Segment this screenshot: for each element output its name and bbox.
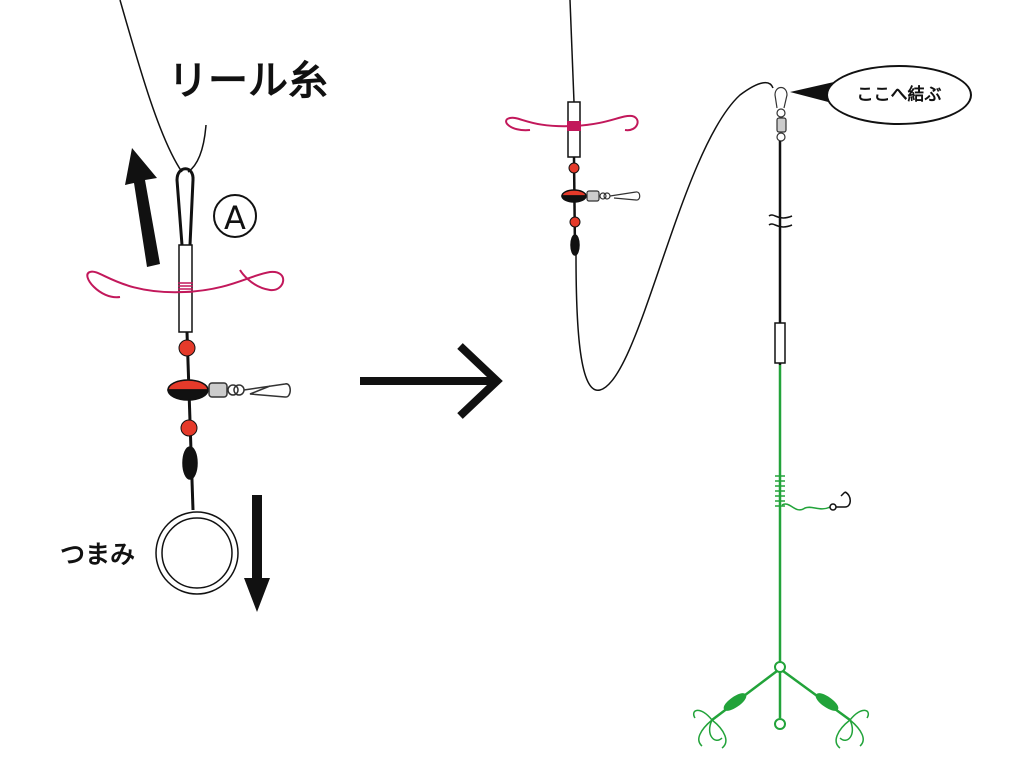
sinker [182, 446, 198, 480]
arrow-right-icon [360, 343, 503, 419]
pink-line [86, 269, 285, 299]
treble-hook-right [835, 709, 869, 749]
green-leader [693, 365, 869, 749]
arrow-down-icon [244, 495, 270, 612]
slack-line [575, 81, 774, 391]
red-bead [180, 419, 198, 437]
tie-here-callout: ここへ結ぶ [826, 65, 972, 125]
snap-swivel-top [774, 86, 788, 142]
snap-swivel [208, 382, 291, 398]
left-rig [86, 0, 291, 595]
reel-line-end [187, 124, 207, 173]
arrow-up-icon [125, 148, 160, 267]
float-bead [167, 379, 209, 391]
hook-icon [829, 491, 851, 511]
knob-label: つまみ [60, 540, 136, 569]
red-bead [178, 339, 196, 357]
binding-wrap [178, 282, 193, 293]
loop-a [175, 167, 195, 246]
break-mark-icon [768, 214, 793, 228]
treble-hook-left [693, 709, 727, 749]
right-rig [505, 0, 793, 391]
marker-a-label: A [213, 194, 257, 238]
bubble-pointer [790, 82, 836, 104]
reel-line-label: リール糸 [168, 58, 328, 104]
tube [774, 322, 786, 364]
knob-ring [155, 511, 239, 595]
coil [775, 475, 785, 507]
reel-line [119, 0, 183, 173]
